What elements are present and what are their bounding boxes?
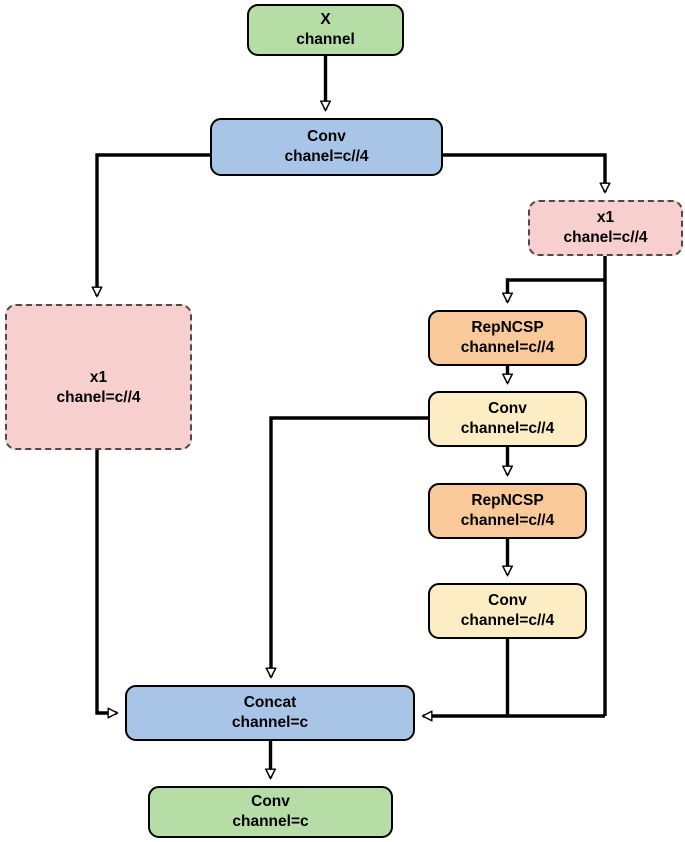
edge-x1-right-to-repncsp-1 (508, 278, 605, 302)
node-x1-right-line2: chanel=c//4 (563, 229, 648, 246)
node-input-line2: channel (296, 31, 355, 48)
node-repncsp-1-line2: channel=c//4 (460, 339, 555, 356)
node-conv-out[interactable]: Conv channel=c (148, 786, 393, 838)
node-conv-mid-2-line2: channel=c//4 (460, 612, 555, 629)
node-conv-mid-2[interactable]: Conv channel=c//4 (428, 583, 587, 639)
node-conv-out-line2: channel=c (232, 813, 309, 830)
edge-conv-top-to-x1-left (97, 153, 210, 296)
node-concat[interactable]: Concat channel=c (125, 685, 415, 741)
node-concat-line2: channel=c (231, 714, 309, 731)
node-conv-mid-2-line1: Conv (488, 592, 527, 610)
node-conv-out-line1: Conv (251, 793, 290, 811)
node-x1-left-line1: x1 (89, 369, 108, 387)
node-x1-right[interactable]: x1 chanel=c//4 (528, 200, 683, 256)
node-x1-left[interactable]: x1 chanel=c//4 (5, 304, 192, 450)
node-repncsp-2-line2: channel=c//4 (460, 512, 555, 529)
edge-conv-top-to-x1-right (443, 153, 605, 192)
node-conv-top[interactable]: Conv chanel=c//4 (210, 118, 443, 176)
node-x1-right-line1: x1 (596, 209, 615, 227)
node-repncsp-2[interactable]: RepNCSP channel=c//4 (428, 483, 587, 539)
node-conv-top-line2: chanel=c//4 (284, 148, 369, 165)
node-conv-mid-1-line1: Conv (488, 400, 527, 418)
node-concat-line1: Concat (243, 694, 297, 712)
edge-x1-left-to-concat (95, 450, 117, 713)
node-input[interactable]: X channel (247, 4, 404, 56)
node-repncsp-2-line1: RepNCSP (471, 492, 544, 510)
node-x1-left-line2: chanel=c//4 (56, 389, 141, 406)
node-conv-mid-1[interactable]: Conv channel=c//4 (428, 391, 587, 447)
node-input-line1: X (320, 11, 331, 29)
node-repncsp-1[interactable]: RepNCSP channel=c//4 (428, 310, 587, 366)
node-conv-mid-1-line2: channel=c//4 (460, 420, 555, 437)
node-repncsp-1-line1: RepNCSP (471, 319, 544, 337)
edge-conv-mid-1-to-concat (271, 416, 428, 677)
node-conv-top-line1: Conv (307, 128, 346, 146)
